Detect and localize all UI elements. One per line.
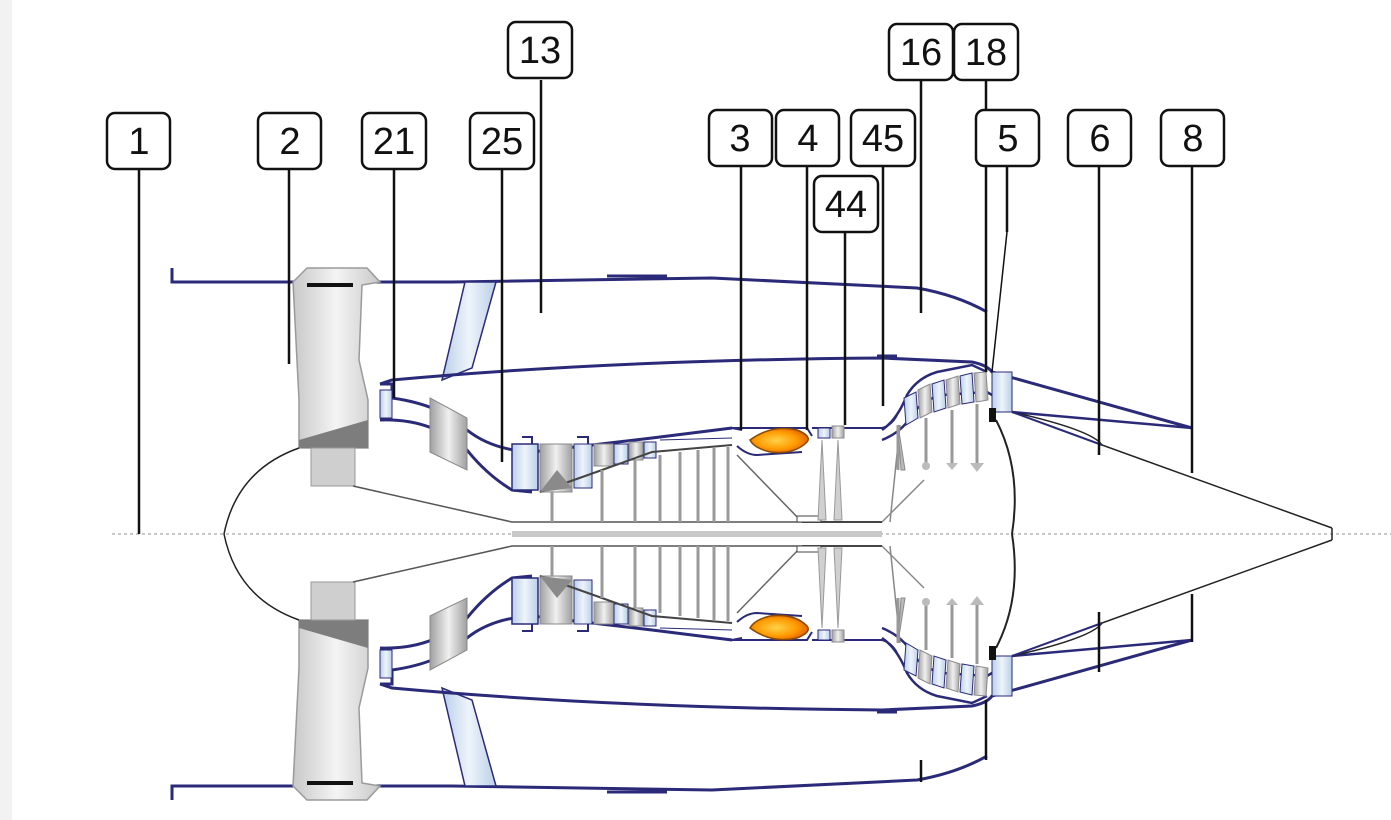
engine-upper-half <box>170 266 1334 536</box>
svg-text:3: 3 <box>729 118 750 160</box>
label-25: 25 <box>468 111 536 171</box>
svg-text:45: 45 <box>862 118 904 160</box>
label-18: 18 <box>952 22 1020 82</box>
svg-text:1: 1 <box>128 121 149 163</box>
label-1: 1 <box>105 111 172 171</box>
label-4: 4 <box>774 108 841 168</box>
label-13: 13 <box>506 20 574 80</box>
svg-text:13: 13 <box>519 30 561 72</box>
svg-text:44: 44 <box>825 184 867 226</box>
svg-text:2: 2 <box>279 121 300 163</box>
engine-station-diagram: 1 2 21 25 13 3 4 45 44 16 18 5 <box>12 0 1391 820</box>
label-44: 44 <box>812 174 880 234</box>
engine-cross-section: 1 2 21 25 13 3 4 45 44 16 18 5 <box>105 20 1391 802</box>
label-5: 5 <box>974 108 1041 168</box>
svg-text:4: 4 <box>797 118 818 160</box>
label-45: 45 <box>849 108 917 168</box>
label-16: 16 <box>887 22 955 82</box>
label-6: 6 <box>1066 108 1133 168</box>
label-2: 2 <box>256 111 323 171</box>
svg-text:25: 25 <box>481 121 523 163</box>
label-21: 21 <box>360 111 428 171</box>
label-3: 3 <box>707 108 774 168</box>
engine-lower-half <box>170 532 1334 802</box>
leader-lines <box>137 80 1194 782</box>
svg-text:8: 8 <box>1182 118 1203 160</box>
label-8: 8 <box>1159 108 1226 168</box>
svg-text:6: 6 <box>1089 118 1110 160</box>
svg-text:16: 16 <box>900 32 942 74</box>
svg-text:5: 5 <box>997 118 1018 160</box>
svg-text:18: 18 <box>965 32 1007 74</box>
svg-text:21: 21 <box>373 121 415 163</box>
